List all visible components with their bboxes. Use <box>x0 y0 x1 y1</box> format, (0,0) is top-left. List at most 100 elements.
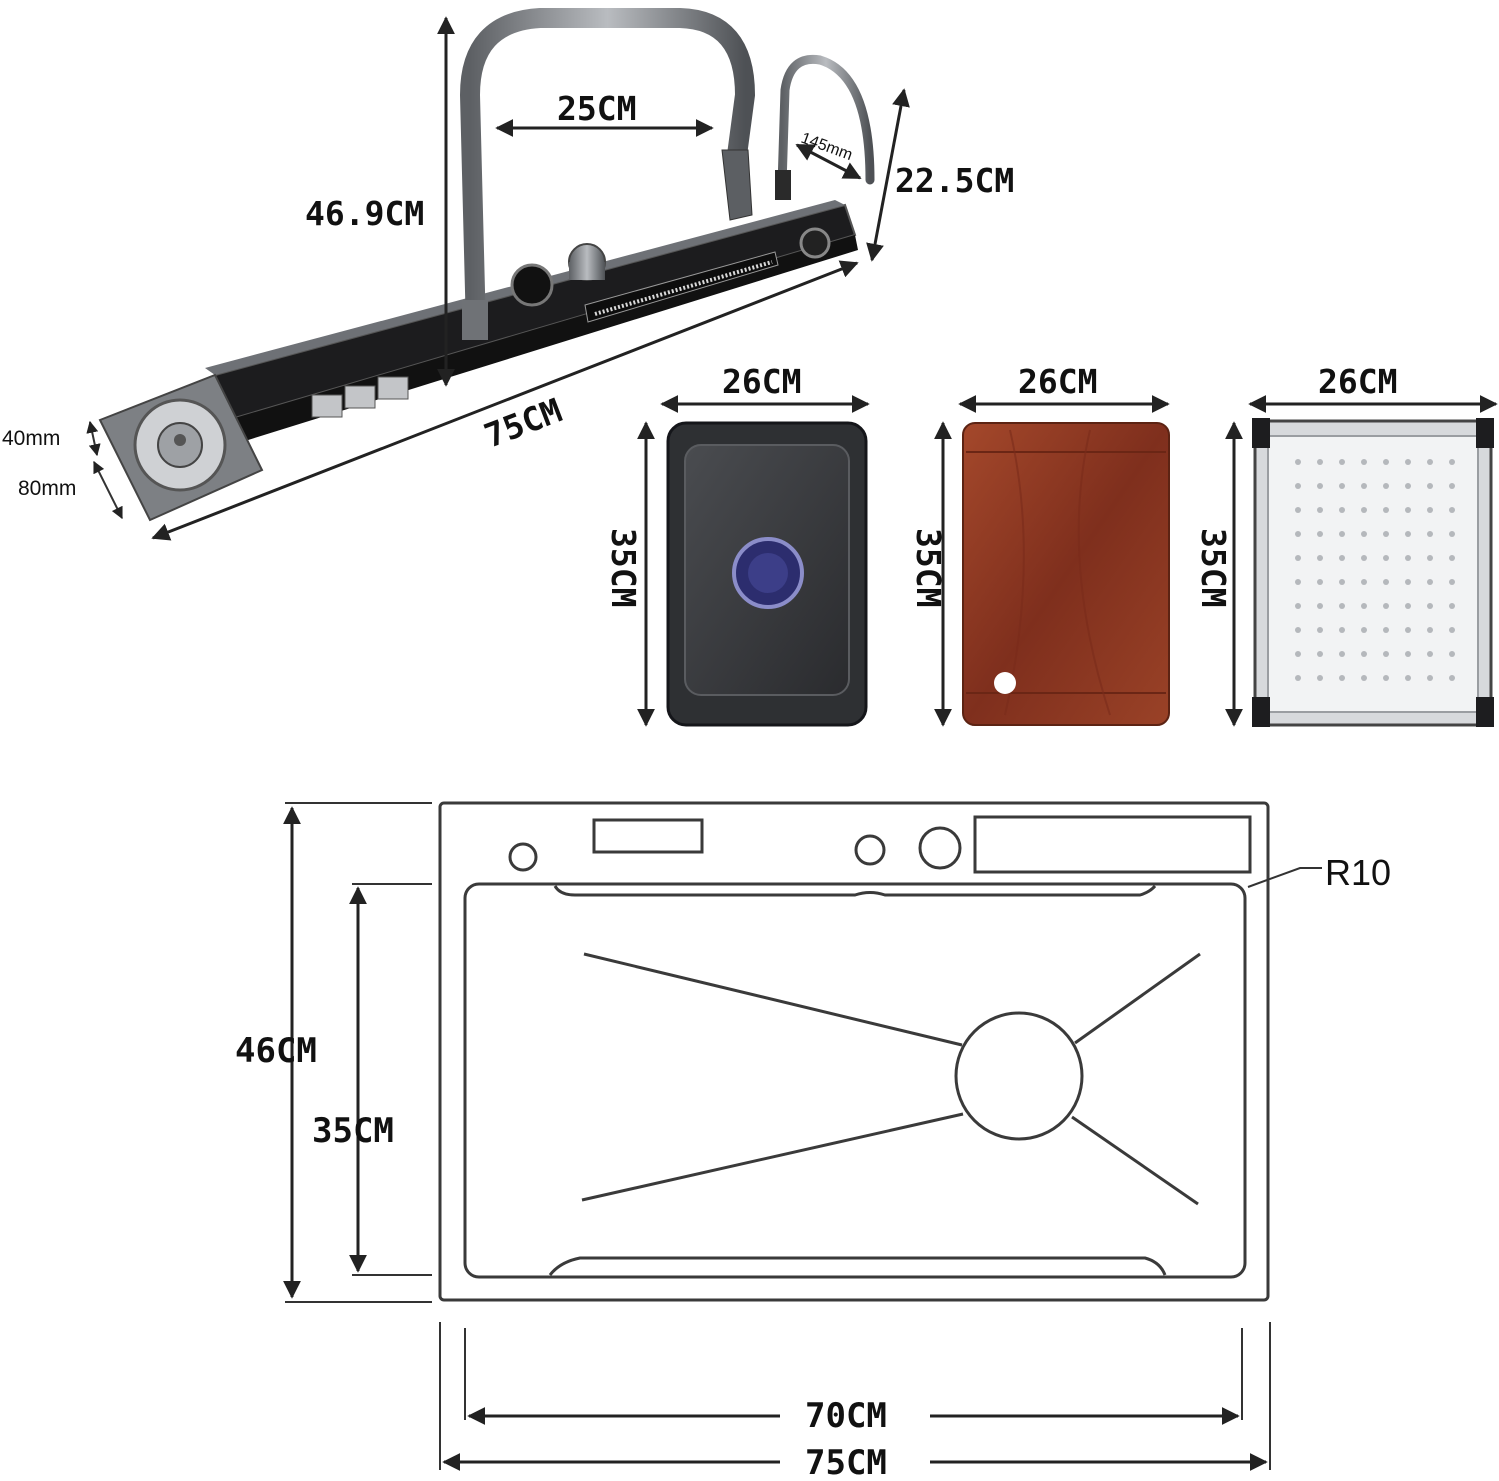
basket-hole <box>1383 531 1389 537</box>
basket-hole <box>1427 483 1433 489</box>
outer-width-label: 75CM <box>805 1443 887 1481</box>
basket-hole <box>1383 627 1389 633</box>
deck-slot-left <box>592 818 704 854</box>
basket-hole <box>1295 579 1301 585</box>
basket-hole <box>1427 459 1433 465</box>
basket-hole <box>1317 675 1323 681</box>
basket-hole <box>1427 507 1433 513</box>
basket-hole <box>1383 675 1389 681</box>
board-width-label: 26CM <box>1018 362 1097 401</box>
sprayer-height-label: 22.5CM <box>895 161 1014 200</box>
basket-hole <box>1295 531 1301 537</box>
basket-hole <box>1361 627 1367 633</box>
basket-hole <box>1449 555 1455 561</box>
basket-hole <box>1405 483 1411 489</box>
basket-hole <box>1317 483 1323 489</box>
basket-hole <box>1317 555 1323 561</box>
basket-hole <box>1449 627 1455 633</box>
inner-width-label: 70CM <box>805 1396 887 1436</box>
touch-button-3 <box>377 376 409 400</box>
basket-hole <box>1361 675 1367 681</box>
basket-hole <box>1339 531 1345 537</box>
basket-hole <box>1317 603 1323 609</box>
basket-hole <box>1339 675 1345 681</box>
basket-hole <box>1339 651 1345 657</box>
basket-hole <box>1449 459 1455 465</box>
basket-hole <box>1449 507 1455 513</box>
basket-hole <box>1383 603 1389 609</box>
basket-hole <box>1427 675 1433 681</box>
basket-hole <box>1405 675 1411 681</box>
basket-hole <box>1405 555 1411 561</box>
sink-drain-circle <box>954 1011 1084 1141</box>
basket-hole <box>1317 651 1323 657</box>
drain-basin-accessory <box>637 395 870 727</box>
basket-hole <box>1383 579 1389 585</box>
inner-height-label: 35CM <box>312 1111 394 1151</box>
basket-hole <box>1427 579 1433 585</box>
basket-hole <box>1295 507 1301 513</box>
basket-hole <box>1295 627 1301 633</box>
basket-hole <box>1427 555 1433 561</box>
basket-width-label: 26CM <box>1318 362 1397 401</box>
basket-hole <box>1295 603 1301 609</box>
cutting-board <box>962 422 1170 726</box>
sprayer-faucet <box>777 54 875 190</box>
basket-hole <box>1295 459 1301 465</box>
cutting-board-hanging-hole <box>994 672 1016 694</box>
cutting-board-accessory <box>934 395 1170 727</box>
basket-hole <box>1339 483 1345 489</box>
basket-hole <box>1295 675 1301 681</box>
basket-hole <box>1295 555 1301 561</box>
sink-plan-view <box>438 801 1322 1302</box>
deck-hole-center-large <box>918 826 962 870</box>
basket-hole <box>1427 603 1433 609</box>
drain-basket-accessory <box>1225 395 1498 727</box>
basket-hole <box>1361 531 1367 537</box>
basket-hole <box>1449 675 1455 681</box>
basket-hole <box>1427 627 1433 633</box>
basket-hole <box>1317 579 1323 585</box>
digital-display-knob <box>510 263 554 307</box>
basket-hole <box>1427 651 1433 657</box>
basket-hole <box>1405 627 1411 633</box>
basket-hole <box>1449 531 1455 537</box>
basket-hole <box>1361 579 1367 585</box>
bar-length-label: 75CM <box>479 391 567 456</box>
faucet-dimension-lines <box>86 16 910 541</box>
basin-width-label: 26CM <box>722 362 801 401</box>
basket-hole <box>1317 627 1323 633</box>
basket-hole <box>1361 603 1367 609</box>
deck-slot-right <box>973 815 1252 874</box>
faucet-height-label: 46.9CM <box>305 194 424 233</box>
basket-hole <box>1405 579 1411 585</box>
basket-hole <box>1295 651 1301 657</box>
basket-hole <box>1383 651 1389 657</box>
basket-hole <box>1295 483 1301 489</box>
basket-hole <box>1383 555 1389 561</box>
basin-height-label: 35CM <box>604 528 643 607</box>
cup-washer-width-label: 80mm <box>18 477 76 500</box>
basket-hole <box>1383 507 1389 513</box>
spout-reach-label: 25CM <box>557 89 636 128</box>
basket-hole <box>1339 603 1345 609</box>
basket-hole <box>1361 459 1367 465</box>
deck-hole-center-small <box>854 834 886 866</box>
basket-hole <box>1405 651 1411 657</box>
sink-inner-bowl <box>463 882 1247 1279</box>
board-height-label: 35CM <box>909 528 948 607</box>
basket-hole <box>1449 603 1455 609</box>
basket-hole <box>1383 459 1389 465</box>
main-faucet <box>459 8 756 340</box>
basket-hole <box>1361 483 1367 489</box>
basket-hole <box>1361 507 1367 513</box>
basket-hole <box>1405 603 1411 609</box>
cup-washer-height-label: 40mm <box>2 427 60 450</box>
basket-hole <box>1383 483 1389 489</box>
basket-hole <box>1405 459 1411 465</box>
basket-hole <box>1339 627 1345 633</box>
basket-hole <box>1427 531 1433 537</box>
corner-radius-label: R10 <box>1325 852 1391 893</box>
basket-hole <box>1405 507 1411 513</box>
touch-button-2 <box>344 385 376 409</box>
